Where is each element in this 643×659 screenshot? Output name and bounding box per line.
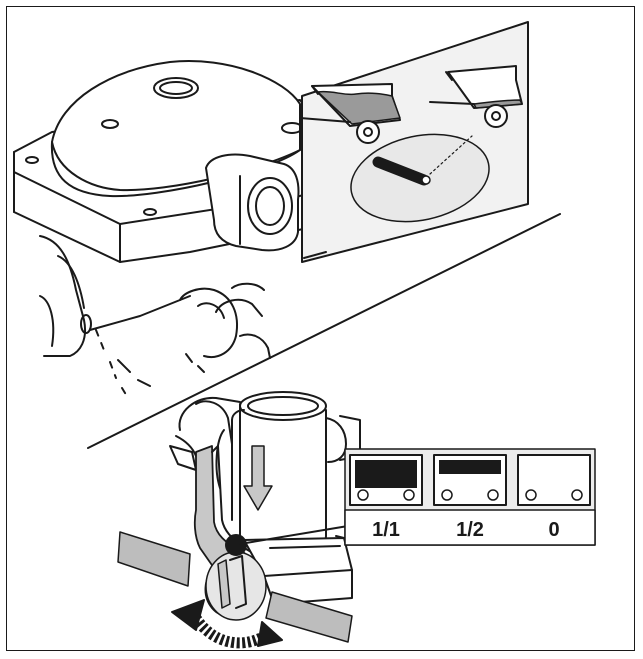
load-state-inset xyxy=(299,21,529,263)
gauge-cell-half xyxy=(433,454,507,506)
valve-housing-drawing xyxy=(13,60,319,399)
trailer-empty-icon xyxy=(429,65,523,128)
gauge-cell-full xyxy=(349,454,423,506)
gauge-label-full: 1/1 xyxy=(372,519,400,541)
rotation-arrow-icon xyxy=(171,599,283,649)
strap-band xyxy=(117,531,353,643)
gauge-label-half: 1/2 xyxy=(456,519,484,541)
load-gauge-panel xyxy=(344,448,596,546)
valve-detail-drawing xyxy=(117,391,361,649)
lever-arm xyxy=(372,156,430,186)
down-arrow-icon xyxy=(243,445,273,511)
gauge-label-empty: 0 xyxy=(548,519,559,541)
adjust-lever xyxy=(193,445,267,621)
trailer-full-icon xyxy=(299,83,401,144)
gauge-cell-empty xyxy=(517,454,591,506)
section-divider xyxy=(87,213,561,449)
